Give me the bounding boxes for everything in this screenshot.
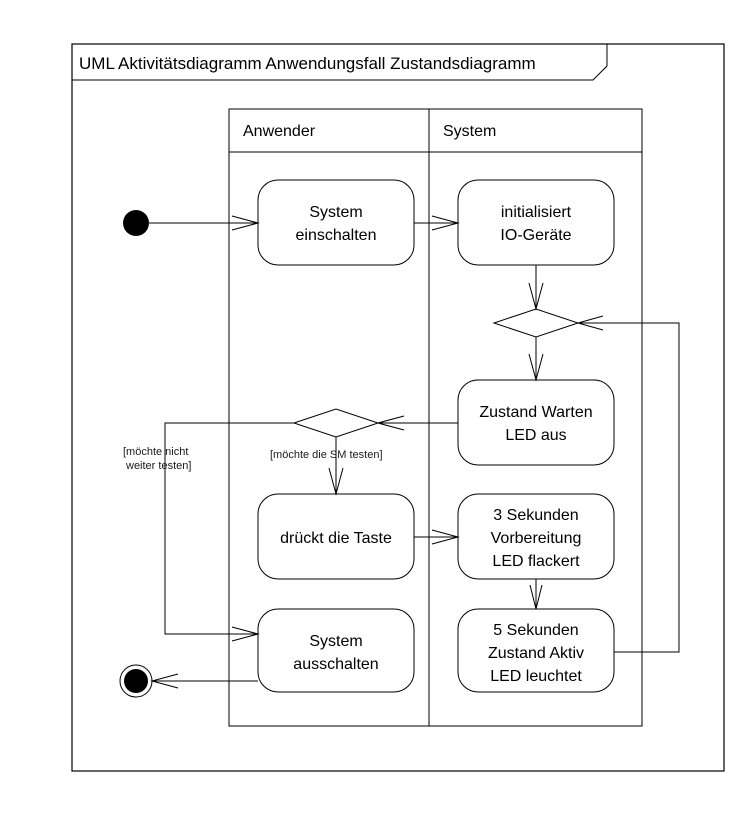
node-text-line: Zustand Aktiv bbox=[488, 645, 584, 662]
flow-initialisiert-to-merge bbox=[528, 265, 544, 311]
svg-text:System: System bbox=[309, 204, 362, 221]
svg-text:Zustand Aktiv: Zustand Aktiv bbox=[488, 645, 584, 662]
node-text-line: drückt die Taste bbox=[280, 530, 392, 547]
node-text-line: ausschalten bbox=[293, 656, 378, 673]
node-text-line: Zustand Warten bbox=[479, 404, 592, 421]
node-text-line: System bbox=[309, 633, 362, 650]
final-node[interactable] bbox=[119, 664, 153, 698]
lane-system-label: System bbox=[443, 123, 496, 140]
action-zustand-aktiv[interactable]: 5 Sekunden Zustand Aktiv LED leuchtet bbox=[457, 608, 615, 693]
svg-text:System: System bbox=[309, 633, 362, 650]
svg-text:einschalten: einschalten bbox=[296, 227, 377, 244]
svg-text:3 Sekunden: 3 Sekunden bbox=[493, 507, 578, 524]
node-text-line: initialisiert bbox=[501, 204, 572, 221]
flow-decision-to-taste bbox=[328, 437, 344, 496]
svg-text:Vorbereitung: Vorbereitung bbox=[491, 530, 582, 547]
svg-text:LED aus: LED aus bbox=[505, 427, 566, 444]
action-system-ausschalten[interactable]: System ausschalten bbox=[257, 608, 415, 693]
frame-title-tab bbox=[72, 44, 608, 81]
swimlanes: Anwender System bbox=[228, 108, 643, 727]
svg-text:LED flackert: LED flackert bbox=[492, 553, 580, 570]
action-zustand-warten[interactable]: Zustand Warten LED aus bbox=[457, 379, 615, 466]
flow-initial-to-einschalten bbox=[149, 215, 260, 231]
initial-node[interactable] bbox=[123, 210, 149, 236]
node-text-line: LED aus bbox=[505, 427, 566, 444]
guard-nicht-weiter-testen-line2: weiter testen] bbox=[125, 460, 191, 472]
svg-text:IO-Geräte: IO-Geräte bbox=[500, 227, 571, 244]
svg-text:drückt die Taste: drückt die Taste bbox=[280, 530, 392, 547]
node-text-line: LED flackert bbox=[492, 553, 580, 570]
svg-text:LED leuchtet: LED leuchtet bbox=[490, 668, 582, 685]
action-system-einschalten[interactable]: System einschalten bbox=[257, 179, 415, 266]
flow-taste-to-vorbereitung bbox=[414, 529, 460, 545]
action-vorbereitung[interactable]: 3 Sekunden Vorbereitung LED flackert bbox=[457, 493, 615, 580]
flow-decision-to-ausschalten bbox=[164, 422, 294, 642]
flow-ausschalten-to-final bbox=[150, 673, 258, 689]
flow-warten-to-decision bbox=[376, 415, 458, 431]
node-text-line: System bbox=[309, 204, 362, 221]
flow-aktiv-to-merge-loop bbox=[576, 315, 680, 653]
flow-merge-to-warten bbox=[528, 337, 544, 382]
guard-nicht-weiter-testen-line1: [möchte nicht bbox=[123, 446, 188, 458]
node-text-line: 3 Sekunden bbox=[493, 507, 578, 524]
flow-vorbereitung-to-aktiv bbox=[529, 579, 543, 610]
diagram-title: UML Aktivitätsdiagramm Anwendungsfall Zu… bbox=[79, 54, 536, 73]
node-text-line: IO-Geräte bbox=[500, 227, 571, 244]
action-initialisiert-io-geraete[interactable]: initialisiert IO-Geräte bbox=[457, 179, 615, 266]
guard-sm-testen: [möchte die SM testen] bbox=[270, 449, 383, 461]
flow-einschalten-to-initialisiert bbox=[414, 215, 460, 231]
action-drueckt-die-taste[interactable]: drückt die Taste bbox=[257, 493, 415, 580]
node-text-line: LED leuchtet bbox=[490, 668, 582, 685]
svg-text:5 Sekunden: 5 Sekunden bbox=[493, 622, 578, 639]
control-flows bbox=[149, 215, 680, 689]
swimlane-container bbox=[228, 108, 643, 727]
svg-text:Zustand Warten: Zustand Warten bbox=[479, 404, 592, 421]
node-text-line: 5 Sekunden bbox=[493, 622, 578, 639]
node-text-line: Vorbereitung bbox=[491, 530, 582, 547]
node-text-line: einschalten bbox=[296, 227, 377, 244]
lane-anwender-label: Anwender bbox=[243, 123, 316, 140]
svg-text:ausschalten: ausschalten bbox=[293, 656, 378, 673]
svg-text:initialisiert: initialisiert bbox=[501, 204, 572, 221]
